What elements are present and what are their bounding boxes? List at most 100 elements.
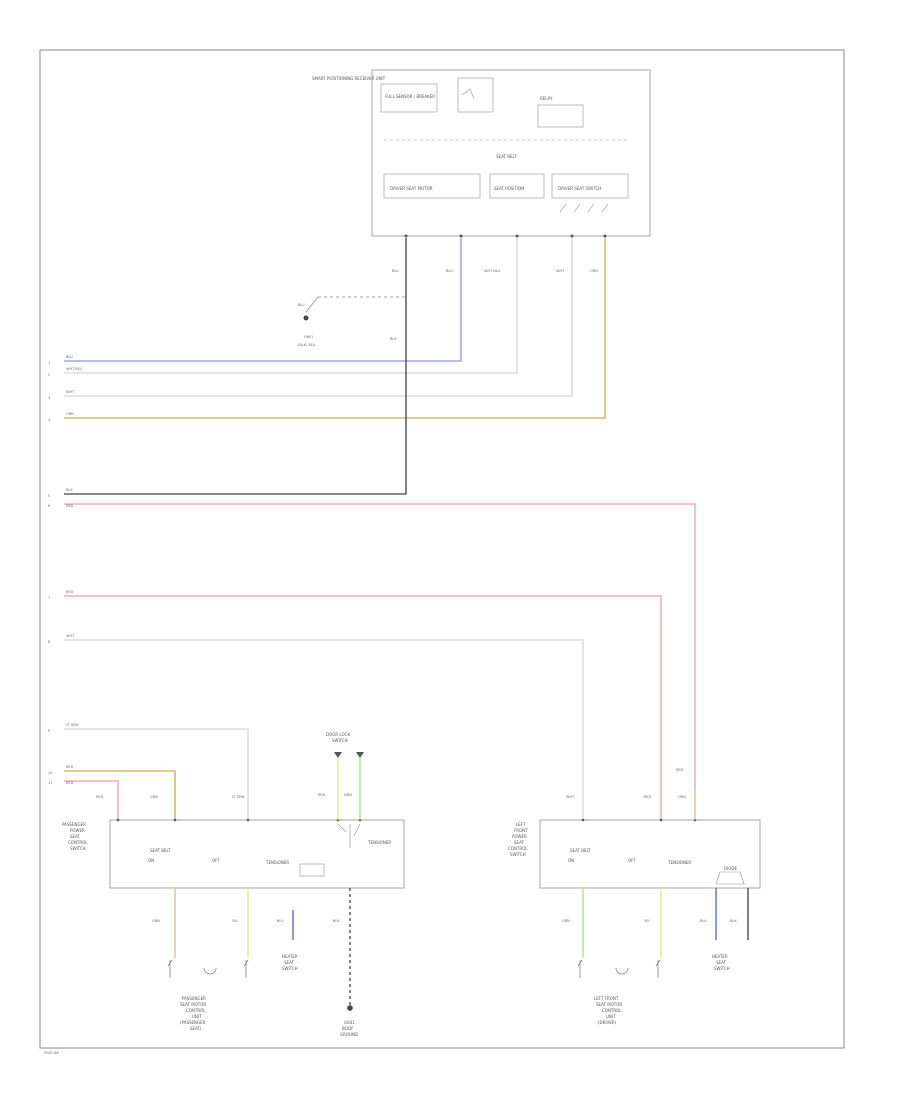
svg-text:BLU: BLU <box>392 269 399 273</box>
svg-text:WHT BLU: WHT BLU <box>484 269 501 273</box>
svg-text:GRN: GRN <box>344 793 352 797</box>
svg-text:10: 10 <box>48 771 52 775</box>
svg-text:(BLK) BLU: (BLK) BLU <box>298 343 316 347</box>
svg-text:WHT: WHT <box>566 795 575 799</box>
wire-orn-4 <box>64 238 606 419</box>
svg-text:SEAT BELT: SEAT BELT <box>150 848 171 853</box>
svg-text:SEAT BELT: SEAT BELT <box>570 848 591 853</box>
svg-text:TENSIONER: TENSIONER <box>265 860 289 865</box>
right-module-wires-out: GRN YEL BLU BLK <box>562 888 749 958</box>
svg-text:CONTROL: CONTROL <box>602 1008 622 1013</box>
top-wire-labels: BLU BLU WHT BLU WHT ORN <box>392 269 598 273</box>
svg-text:BLK: BLK <box>730 919 737 923</box>
svg-text:LEFT: LEFT <box>516 822 526 827</box>
svg-text:YEL: YEL <box>232 919 238 923</box>
svg-text:ORN: ORN <box>678 795 686 799</box>
svg-text:RED: RED <box>644 795 652 799</box>
svg-text:1: 1 <box>48 361 50 365</box>
svg-text:ORN: ORN <box>66 412 74 416</box>
wire-ltgrn-9 <box>64 728 249 820</box>
svg-text:POWER: POWER <box>512 834 527 839</box>
svg-text:YEL: YEL <box>644 919 650 923</box>
svg-text:WHT: WHT <box>66 390 75 394</box>
svg-text:G601: G601 <box>344 1020 355 1025</box>
svg-text:UNIT: UNIT <box>606 1014 616 1019</box>
svg-text:SEAT): SEAT) <box>190 1026 202 1031</box>
left-module-wire-in: RED GRN LT GRN <box>96 795 245 799</box>
svg-text:SWITCH: SWITCH <box>332 738 348 743</box>
svg-text:SEAT: SEAT <box>716 960 726 965</box>
svg-text:HEATER: HEATER <box>712 954 728 959</box>
left-module: PASSENGER POWER SEAT CONTROL SWITCH SEAT… <box>62 818 405 889</box>
svg-text:POWER: POWER <box>70 828 85 833</box>
svg-text:BLK: BLK <box>390 337 397 341</box>
svg-text:CONTROL: CONTROL <box>68 840 88 845</box>
wire-blu-1 <box>64 238 462 362</box>
svg-text:BLU: BLU <box>446 269 453 273</box>
top-module: SMART POSITIONING RECEIVER UNIT FULL SEN… <box>312 69 651 237</box>
svg-text:ORN: ORN <box>590 269 598 273</box>
svg-text:PASSENGER: PASSENGER <box>182 996 206 1001</box>
right-module: LEFT FRONT POWER SEAT CONTROL SWITCH SEA… <box>508 818 761 889</box>
svg-text:UNIT: UNIT <box>192 1014 202 1019</box>
svg-text:SWITCH: SWITCH <box>714 966 730 971</box>
top-module-title: SMART POSITIONING RECEIVER UNIT <box>312 76 386 81</box>
svg-text:DOOR LOCK: DOOR LOCK <box>326 732 350 737</box>
svg-text:TENSIONER: TENSIONER <box>667 860 691 865</box>
svg-text:(PASSENGER: (PASSENGER <box>180 1020 206 1025</box>
svg-text:GRN: GRN <box>562 919 570 923</box>
svg-text:11: 11 <box>48 781 52 785</box>
svg-text:OFF: OFF <box>628 858 636 863</box>
svg-text:RED: RED <box>66 781 74 785</box>
svg-text:BODY: BODY <box>342 1026 354 1031</box>
svg-text:ON: ON <box>568 858 574 863</box>
svg-text:CONTROL: CONTROL <box>508 846 528 851</box>
wire-red-6 <box>64 503 696 790</box>
svg-text:SWITCH: SWITCH <box>510 852 526 857</box>
left-bottom-connectors: PASSENGER SEAT MOTOR CONTROL UNIT (PASSE… <box>167 954 358 1037</box>
svg-text:RED: RED <box>66 590 74 594</box>
svg-text:WHT: WHT <box>66 634 75 638</box>
top-inner-4: DRIVER SEAT SWITCH <box>558 186 601 191</box>
diagram-frame <box>39 49 845 1049</box>
svg-text:ON: ON <box>148 858 154 863</box>
svg-text:5: 5 <box>48 494 50 498</box>
svg-text:BLK: BLK <box>66 488 73 492</box>
svg-text:WHT BLU: WHT BLU <box>66 367 83 371</box>
wire-wht-8 <box>64 639 584 820</box>
top-inner-2: DRIVER SEAT MOTOR <box>390 186 433 191</box>
wire-orn-10 <box>64 770 176 820</box>
top-inner-5: SEAT BELT <box>496 154 517 159</box>
svg-text:PASSENGER: PASSENGER <box>62 822 86 827</box>
wire-wht-3 <box>64 238 573 397</box>
svg-text:LEFT FRONT: LEFT FRONT <box>594 996 619 1001</box>
svg-text:6: 6 <box>48 504 50 508</box>
wire-whtblu-2 <box>64 238 518 374</box>
svg-text:(DRIVER): (DRIVER) <box>598 1020 617 1025</box>
svg-text:4: 4 <box>48 418 51 422</box>
svg-text:SEAT: SEAT <box>284 960 294 965</box>
svg-text:FRONT: FRONT <box>514 828 528 833</box>
svg-text:SEAT: SEAT <box>514 840 524 845</box>
svg-text:GROUND: GROUND <box>340 1032 358 1037</box>
svg-text:TENSIONER: TENSIONER <box>367 840 391 845</box>
top-inner-1: RELAY <box>540 96 553 101</box>
left-module-wires-out: GRN YEL BLU BLK <box>152 888 351 1005</box>
svg-text:GRN: GRN <box>150 795 158 799</box>
svg-text:SEAT MOTOR: SEAT MOTOR <box>180 1002 206 1007</box>
diagram-code: P08C-6K <box>44 1051 59 1055</box>
svg-text:9: 9 <box>48 729 50 733</box>
svg-text:BLU: BLU <box>277 919 284 923</box>
wire-bus <box>64 238 696 820</box>
left-edge-labels: 1 BLU 2 WHT BLU 3 WHT 4 ORN 5 BLK 6 RED … <box>48 355 83 785</box>
top-inner-0: FULL SENSOR / BREAKER <box>385 94 435 99</box>
svg-text:SWITCH: SWITCH <box>70 846 86 851</box>
right-module-wire-in: WHT RED RED ORN <box>566 768 696 820</box>
svg-text:2: 2 <box>48 373 50 377</box>
svg-text:SEAT MOTOR: SEAT MOTOR <box>596 1002 622 1007</box>
svg-text:SWITCH: SWITCH <box>282 966 298 971</box>
svg-text:BLU: BLU <box>700 919 707 923</box>
door-lock-switch-connector: DOOR LOCK SWITCH RED GRN <box>318 732 364 820</box>
svg-text:HEATER: HEATER <box>282 954 298 959</box>
